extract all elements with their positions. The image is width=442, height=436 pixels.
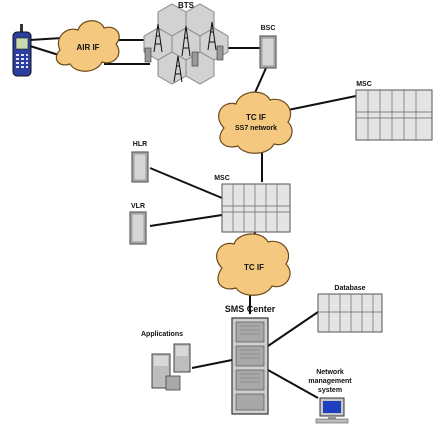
database-label: Database <box>334 285 365 292</box>
bts-tower-icon <box>153 21 217 83</box>
bts-label: BTS <box>178 1 195 10</box>
link-phone-airif-1 <box>29 37 63 41</box>
tc-if-cloud: TC IF <box>216 233 291 296</box>
msc-rack-icon: MSC <box>355 81 433 141</box>
link-vlr-msc <box>149 214 223 227</box>
air-if-label: AIR IF <box>76 43 99 52</box>
msc-top-label: MSC <box>356 81 372 88</box>
nms-label-2: management <box>308 378 352 385</box>
connection-lines <box>29 37 357 399</box>
vlr-label: VLR <box>131 203 145 210</box>
link-tcss7-msc-top <box>287 95 357 111</box>
link-server-database <box>267 311 319 347</box>
bsc-label: BSC <box>261 25 276 32</box>
mobile-phone-icon <box>12 24 32 77</box>
workstation-icon <box>315 397 349 424</box>
nms-label-1: Network <box>316 369 344 376</box>
application-server-icon <box>151 343 191 391</box>
link-hlr-msc <box>149 167 223 199</box>
vlr-cabinet-icon: VLR <box>129 203 147 245</box>
msc-mid-label: MSC <box>214 175 230 182</box>
tc-ss7-cloud: TC IF SS7 network <box>218 91 293 154</box>
bsc-cabinet-icon: BSC <box>259 25 277 69</box>
tc-if-label: TC IF <box>244 263 264 272</box>
tc-ss7-label-1: TC IF <box>246 113 266 122</box>
hlr-cabinet-icon: HLR <box>131 141 149 183</box>
database-rack-icon: Database <box>317 285 383 333</box>
bts-cluster: BTS <box>143 1 229 85</box>
link-apps-server <box>191 359 233 369</box>
hlr-label: HLR <box>133 141 147 148</box>
nms-label-3: system <box>318 387 342 394</box>
sms-center-label: SMS Center <box>225 304 276 314</box>
server-rack-icon <box>231 317 269 415</box>
air-if-cloud: AIR IF <box>55 20 120 72</box>
msc-mid-rack: MSC <box>214 175 291 233</box>
tc-ss7-label-2: SS7 network <box>235 125 277 132</box>
link-server-nms <box>267 369 319 399</box>
applications-label: Applications <box>141 331 183 338</box>
